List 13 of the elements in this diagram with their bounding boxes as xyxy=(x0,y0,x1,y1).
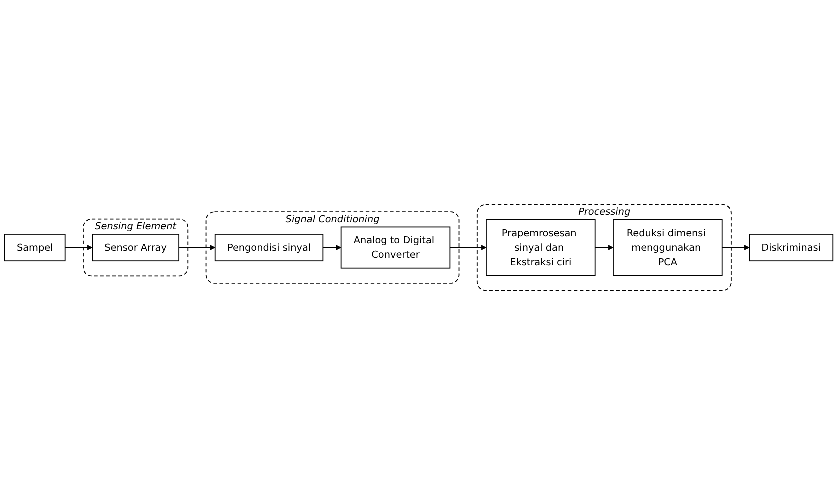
arrow xyxy=(450,244,487,250)
arrow xyxy=(722,244,750,250)
arrow xyxy=(322,244,342,250)
node-box: Pengondisi sinyal xyxy=(214,234,324,262)
node-box: Reduksi dimensi menggunakan PCA xyxy=(613,219,723,276)
arrow xyxy=(64,244,93,250)
node-box: Diskriminasi xyxy=(749,234,834,262)
arrow xyxy=(594,244,614,250)
arrow xyxy=(178,244,216,250)
node-box: Prapemrosesan sinyal dan Ekstraksi ciri xyxy=(486,219,596,276)
node-box: Sensor Array xyxy=(92,234,180,262)
node-box: Analog to Digital Converter xyxy=(340,226,451,269)
node-box: Sampel xyxy=(4,234,66,262)
